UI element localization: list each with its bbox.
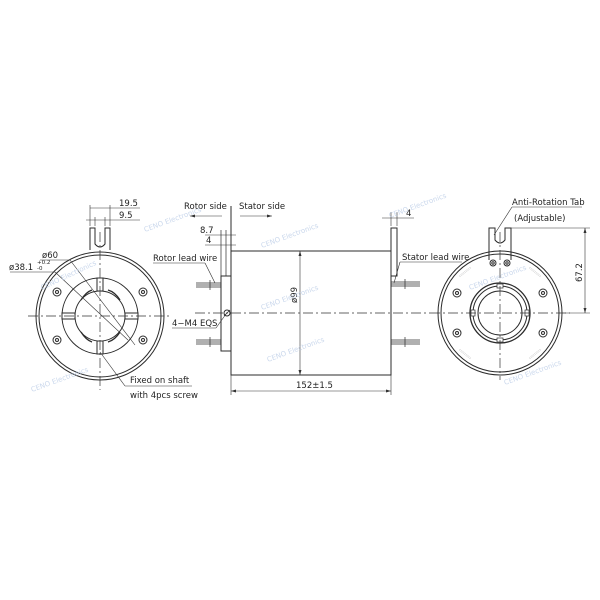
stator-tab-thickness-label: 4 bbox=[406, 209, 411, 219]
stator-tab bbox=[390, 227, 398, 277]
shaft-note-line2: with 4pcs screw bbox=[130, 391, 198, 401]
rotor-arc-slots bbox=[80, 289, 121, 343]
rotor-mounting-holes bbox=[52, 287, 148, 345]
length-label: 152±1.5 bbox=[296, 381, 333, 391]
svg-text:CENO Electronics: CENO Electronics bbox=[388, 192, 448, 220]
svg-text:CENO Electronics: CENO Electronics bbox=[260, 222, 320, 250]
stator-side-label: Stator side bbox=[239, 202, 285, 212]
bore-tolerance-lower: -0 bbox=[37, 266, 43, 272]
anti-rotation-tab bbox=[488, 227, 512, 260]
tab-height-label: 67.2 bbox=[575, 263, 585, 282]
stator-mounting-holes bbox=[452, 288, 548, 338]
rotor-slot-width-label: 9.5 bbox=[119, 211, 133, 221]
svg-text:CENO Electronics: CENO Electronics bbox=[503, 359, 563, 387]
svg-text:CENO Electronics: CENO Electronics bbox=[30, 366, 90, 394]
screw-spec-label: 4−M4 EQS bbox=[172, 319, 217, 329]
rotor-outer-diameter-label: ø60 bbox=[42, 251, 58, 261]
side-view: Rotor side Stator side 8.7 4 ø99 152 bbox=[153, 202, 469, 395]
stator-lead-wires bbox=[391, 279, 420, 347]
rotor-side-label: Rotor side bbox=[184, 202, 227, 212]
body-diameter-label: ø99 bbox=[290, 287, 300, 303]
stator-lead-wire-label: Stator lead wire bbox=[402, 253, 469, 263]
rotor-lead-wire-label: Rotor lead wire bbox=[153, 254, 217, 264]
rotor-end-view: 19.5 9.5 ø60 ø38.1 +0.2 -0 Fixed on shaf… bbox=[9, 199, 198, 401]
anti-rotation-tab-sublabel: (Adjustable) bbox=[514, 214, 565, 224]
anti-rotation-tab-label: Anti-Rotation Tab bbox=[512, 198, 585, 208]
bore-tolerance-upper: +0.2 bbox=[37, 260, 50, 266]
stator-arc-slots bbox=[459, 267, 541, 359]
rotor-tab-width-label: 19.5 bbox=[119, 199, 138, 209]
rotor-lead-wires bbox=[196, 280, 221, 347]
flange-total-label: 8.7 bbox=[200, 226, 214, 236]
rotor-tab-dimensions bbox=[86, 205, 140, 226]
flange-thickness-label: 4 bbox=[206, 236, 211, 246]
stator-end-view: 67.2 Anti-Rotation Tab (Adjustable) bbox=[430, 198, 590, 380]
svg-text:CENO Electronics: CENO Electronics bbox=[143, 206, 203, 234]
rotor-bore-diameter-label: ø38.1 bbox=[9, 263, 33, 273]
shaft-note-line1: Fixed on shaft bbox=[130, 376, 190, 386]
